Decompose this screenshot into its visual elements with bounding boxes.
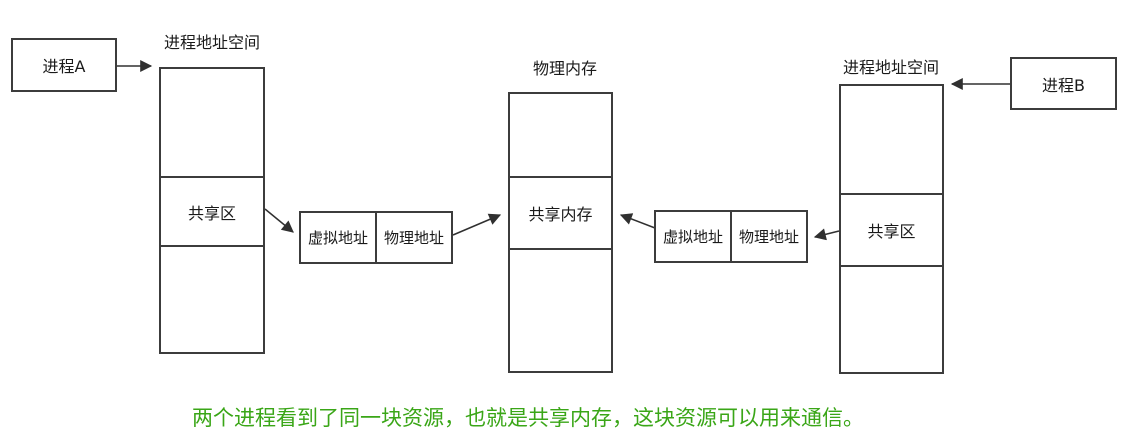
right-address-space-column: 共享区	[839, 84, 944, 374]
right-space-shared-section: 共享区	[841, 193, 942, 265]
left-address-space-title: 进程地址空间	[164, 33, 261, 52]
physical-memory-shared-section: 共享内存	[510, 176, 611, 248]
arrow-left-mapping-to-shared-memory	[452, 213, 502, 236]
left-space-bottom-section	[161, 245, 263, 352]
arrow-left-shared-to-left-mapping	[264, 208, 294, 233]
left-space-top-section	[161, 69, 263, 176]
physical-memory-bottom-section	[510, 248, 611, 371]
right-mapping-virtual-cell: 虚拟地址	[662, 228, 723, 246]
right-space-top-section	[841, 86, 942, 193]
left-mapping-virtual-cell: 虚拟地址	[307, 229, 368, 247]
process-b-label: 进程B	[1042, 75, 1085, 95]
right-space-bottom-section	[841, 265, 942, 372]
left-address-space-column: 共享区	[159, 67, 265, 354]
process-a-box: 进程A	[11, 38, 117, 92]
left-mapping-physical-cell: 物理地址	[375, 213, 451, 262]
right-mapping-box: 虚拟地址 物理地址	[654, 210, 808, 263]
arrow-right-mapping-to-shared-memory	[619, 213, 656, 229]
arrow-right-shared-to-right-mapping	[813, 228, 840, 241]
physical-memory-top-section	[510, 94, 611, 176]
process-a-label: 进程A	[42, 57, 86, 76]
process-b-box: 进程B	[1010, 57, 1117, 110]
physical-memory-column: 共享内存	[508, 92, 613, 373]
right-address-space-title: 进程地址空间	[843, 58, 940, 77]
left-space-shared-section: 共享区	[161, 176, 263, 245]
left-mapping-box: 虚拟地址 物理地址	[299, 211, 453, 264]
physical-memory-title: 物理内存	[533, 59, 598, 78]
caption: 两个进程看到了同一块资源，也就是共享内存，这块资源可以用来通信。	[192, 406, 864, 430]
right-mapping-physical-cell: 物理地址	[730, 212, 806, 261]
